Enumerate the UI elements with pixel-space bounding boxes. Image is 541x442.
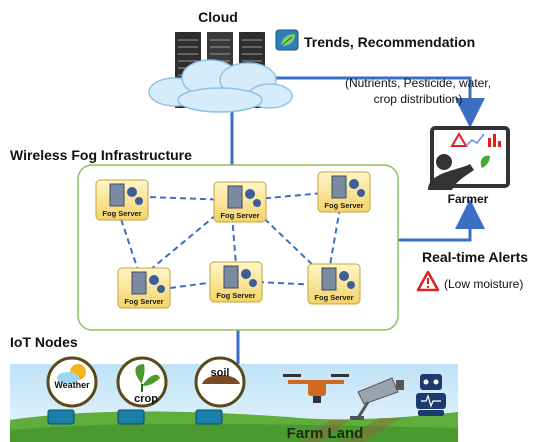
trends-detail-line2: crop distribution) <box>374 92 463 106</box>
security-camera-icon <box>350 377 404 420</box>
farm-land-label: Farm Land <box>287 425 364 442</box>
sensor-crop <box>116 356 168 408</box>
fog-infrastructure-label: Wireless Fog Infrastructure <box>10 147 192 163</box>
fog-server-label: Fog Server <box>324 201 363 210</box>
connection-lines <box>230 76 485 364</box>
robot-icon <box>416 374 446 416</box>
iot-nodes-label: IoT Nodes <box>10 334 78 350</box>
sensor-soil <box>194 356 246 408</box>
sensor-weather-label: Weather <box>54 380 90 390</box>
fog-server-label: Fog Server <box>220 211 259 220</box>
farmer-presentation-icon <box>428 126 510 190</box>
leaf-icon <box>275 29 299 51</box>
cloud-farmer-arrow <box>268 76 485 128</box>
fog-farmer-arrow <box>398 199 485 242</box>
sensor-soil-label: soil <box>211 367 230 379</box>
fog-server-node: Fog Server <box>317 171 371 213</box>
fog-server-label: Fog Server <box>314 293 353 302</box>
cloud-label: Cloud <box>198 9 238 25</box>
fog-server-node: Fog Server <box>117 267 171 309</box>
farmer-label: Farmer <box>448 192 489 206</box>
fog-server-label: Fog Server <box>102 209 141 218</box>
sensor-weather <box>46 356 98 408</box>
cloud-icon <box>148 59 293 113</box>
warning-icon <box>416 270 440 292</box>
arduino-boards <box>47 409 223 425</box>
trends-detail-line1: (Nutrients, Pesticide, water, <box>345 76 491 90</box>
sensor-crop-label: crop <box>134 393 158 405</box>
fog-server-node: Fog Server <box>213 181 267 223</box>
drone-icon <box>283 374 349 403</box>
fog-server-node: Fog Server <box>95 179 149 221</box>
alerts-title: Real-time Alerts <box>422 249 528 265</box>
fog-server-node: Fog Server <box>209 261 263 303</box>
fog-server-label: Fog Server <box>216 291 255 300</box>
alerts-detail: (Low moisture) <box>444 277 523 291</box>
fog-server-node: Fog Server <box>307 263 361 305</box>
trends-title: Trends, Recommendation <box>304 34 475 50</box>
fog-server-label: Fog Server <box>124 297 163 306</box>
